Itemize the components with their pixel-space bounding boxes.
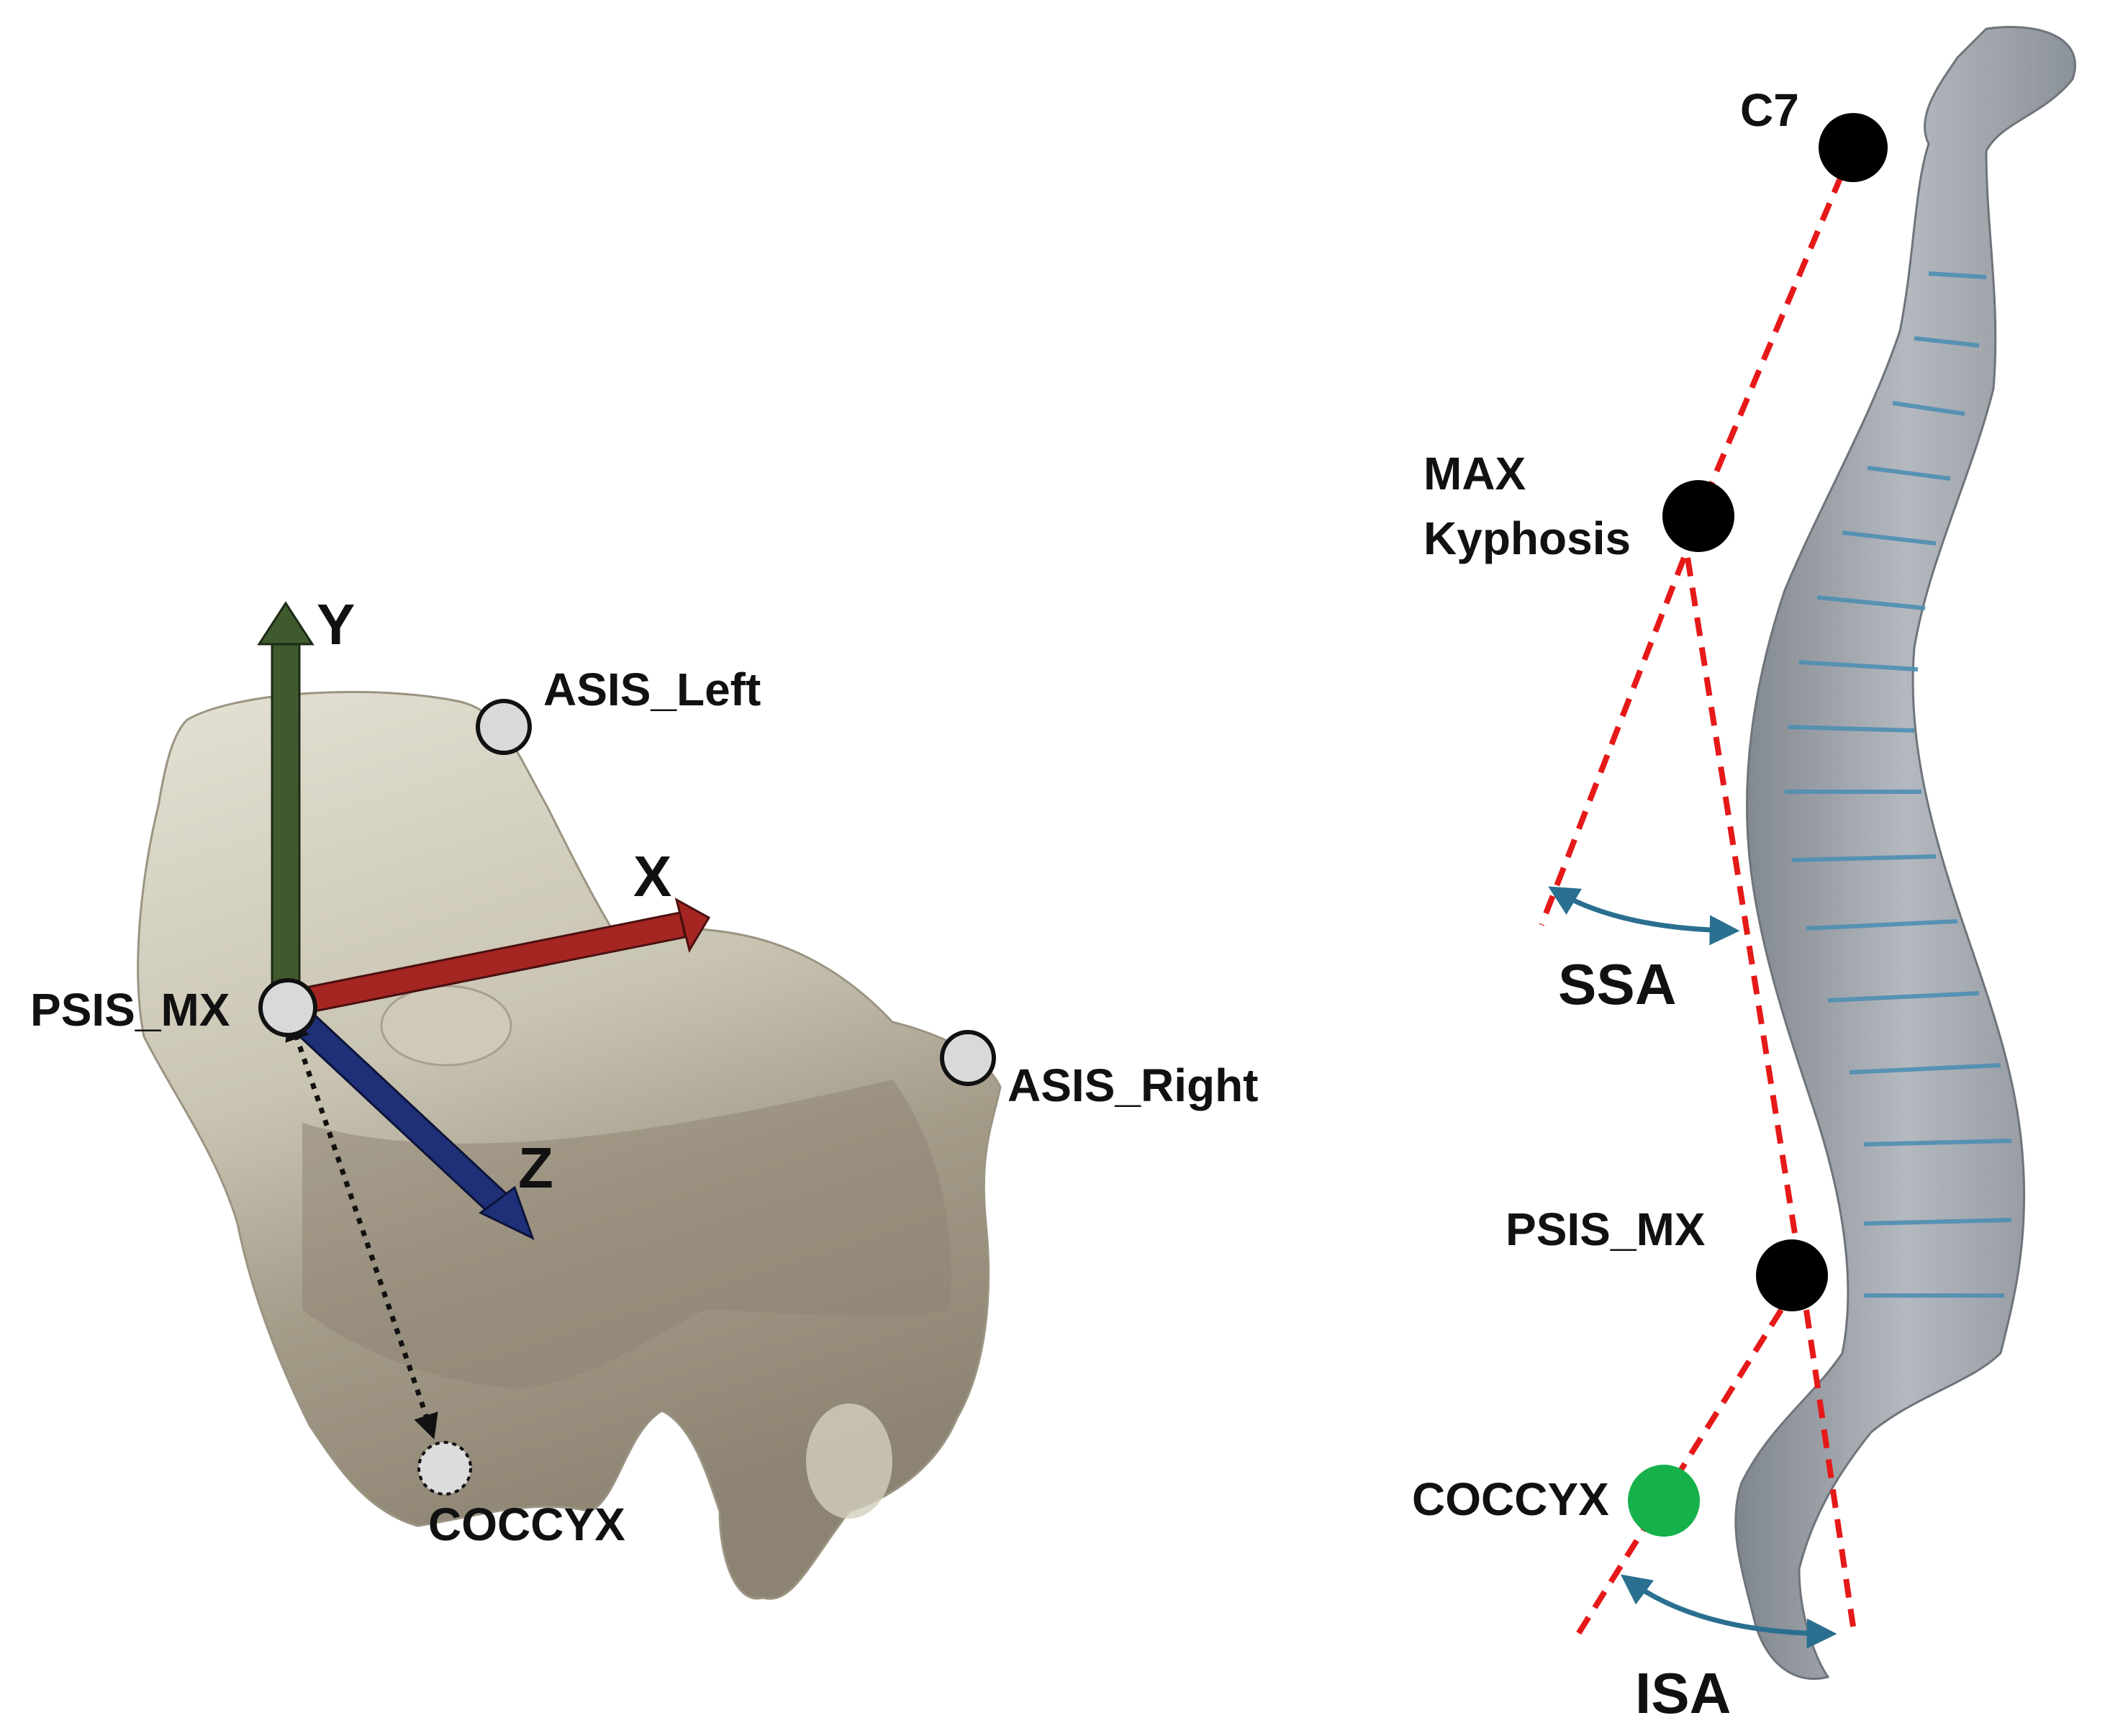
psis-mx-label: PSIS_MX <box>30 984 230 1036</box>
spine-image <box>1734 26 2076 1680</box>
maxkyphosis-to-ssa-left-line <box>1539 556 1687 926</box>
asis-left-marker <box>476 699 532 755</box>
isa-angle-arrow <box>1620 1574 1837 1649</box>
c7-marker <box>1819 113 1888 182</box>
maxkyphosis-to-psis-line <box>1685 557 1798 1239</box>
psis-to-isa-right-line <box>1803 1309 1856 1627</box>
ssa-angle-arrow <box>1548 886 1740 946</box>
ssa-label: SSA <box>1558 952 1677 1016</box>
psis-mx-spine-label: PSIS_MX <box>1506 1203 1706 1255</box>
spine-panel: C7 MAX Kyphosis PSIS_MX COCCYX SSA ISA <box>1412 26 2076 1725</box>
acetabulum-detail <box>806 1403 892 1519</box>
coccyx-spine-marker <box>1628 1465 1700 1537</box>
y-axis-arrow <box>257 601 314 995</box>
coccyx-label: COCCYX <box>428 1498 625 1550</box>
coccyx-marker-dotted <box>417 1441 472 1496</box>
asis-right-marker <box>940 1030 996 1086</box>
c7-label: C7 <box>1740 84 1799 136</box>
z-axis-label: Z <box>518 1136 553 1200</box>
isa-label: ISA <box>1635 1661 1731 1725</box>
max-kyphosis-label-line2: Kyphosis <box>1423 512 1631 564</box>
psis-mx-spine-marker <box>1756 1239 1828 1311</box>
pelvis-panel: Y X Z ASIS_Left ASIS_Right PSIS_MX COCCY… <box>30 592 1258 1600</box>
x-axis-label: X <box>633 844 671 908</box>
y-axis-label: Y <box>317 592 355 656</box>
c7-to-maxkyphosis-line <box>1696 146 1856 516</box>
asis-right-label: ASIS_Right <box>1008 1059 1258 1111</box>
sacral-foramen-detail <box>380 985 512 1067</box>
max-kyphosis-label-line1: MAX <box>1423 448 1526 499</box>
max-kyphosis-marker <box>1662 480 1734 552</box>
coccyx-spine-label: COCCYX <box>1412 1473 1609 1525</box>
vertebra-segments <box>1785 271 2012 1298</box>
psis-mx-marker <box>258 978 317 1037</box>
asis-left-label: ASIS_Left <box>543 664 761 715</box>
